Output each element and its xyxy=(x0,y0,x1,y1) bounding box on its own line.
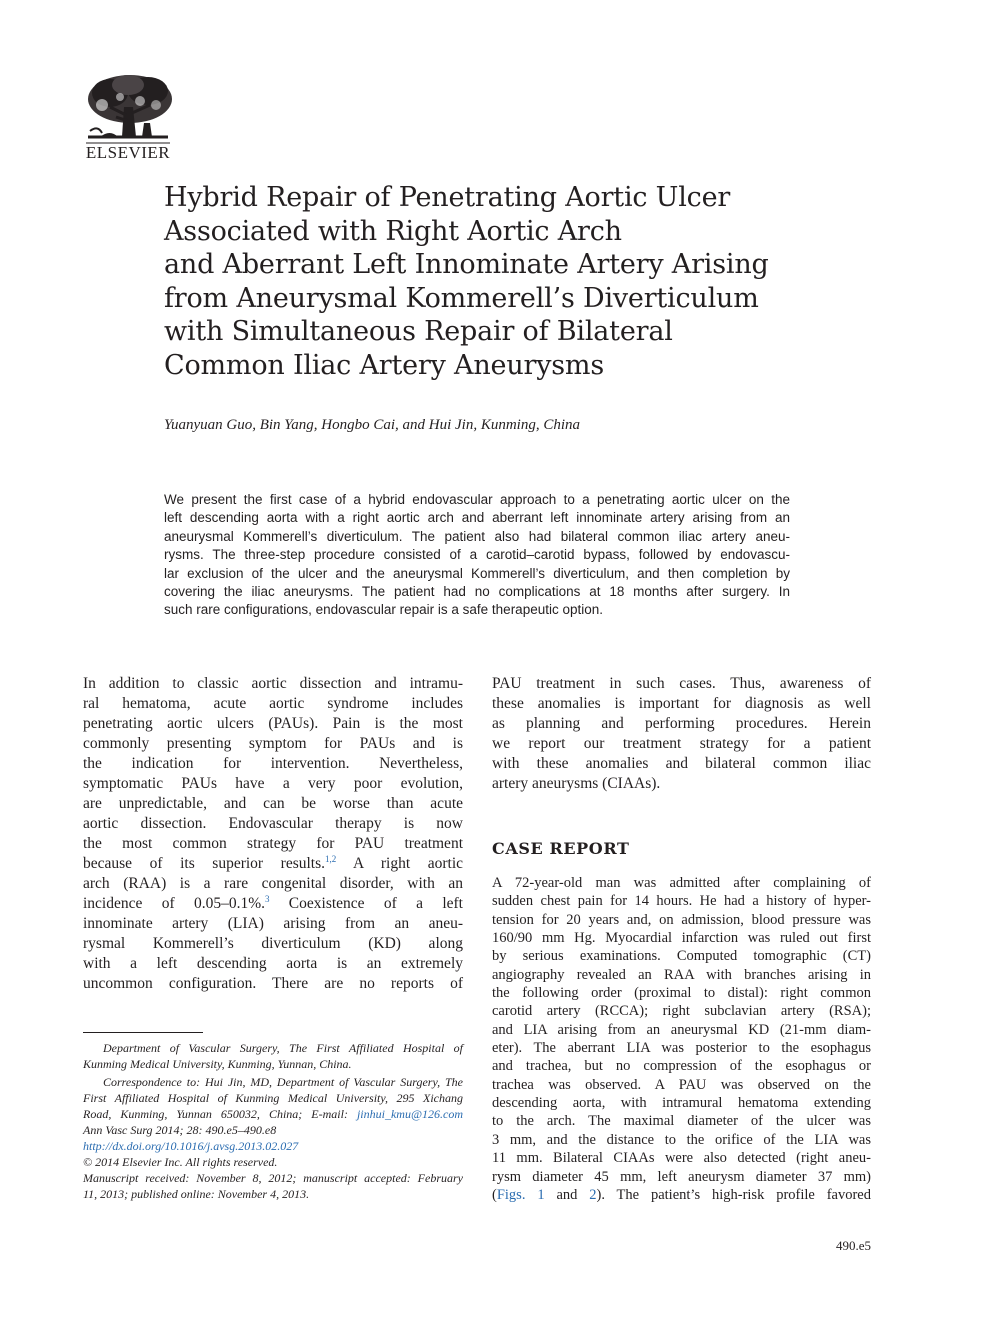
section-heading-case-report: CASE REPORT xyxy=(492,839,630,858)
citation-line: Ann Vasc Surg 2014; 28: 490.e5–490.e8 xyxy=(83,1123,277,1137)
elsevier-wordmark: ELSEVIER xyxy=(85,143,171,162)
body-line: and LIA arising from an aneurysmal KD (2… xyxy=(492,1021,871,1038)
abstract-line: rysms. The three-step procedure consiste… xyxy=(164,547,790,563)
title-line: and Aberrant Left Innominate Artery Aris… xyxy=(164,249,769,280)
correspondence-note: Correspondence to: Hui Jin, MD, Departme… xyxy=(83,1074,463,1122)
dates-line: Manuscript received: November 8, 2012; m… xyxy=(83,1171,463,1185)
note-line: First Affiliated Hospital of Kunming Med… xyxy=(83,1091,463,1105)
figure-link[interactable]: Figs. 1 xyxy=(496,1186,545,1203)
body-line: symptomatic PAUs have a very poor evolut… xyxy=(83,775,463,792)
body-line: the indication for intervention. Neverth… xyxy=(83,755,463,772)
figure-link[interactable]: 2 xyxy=(589,1186,597,1203)
body-text: because of its superior results. xyxy=(83,855,326,872)
body-line: PAU treatment in such cases. Thus, aware… xyxy=(492,675,871,692)
body-text: Coexistence of a left xyxy=(269,895,463,912)
body-line: tension for 20 years and, on admission, … xyxy=(492,911,871,928)
elsevier-tree-logo xyxy=(80,71,176,153)
note-line: Department of Vascular Surgery, The Firs… xyxy=(103,1041,463,1055)
affiliation-note: Department of Vascular Surgery, The Firs… xyxy=(83,1040,463,1072)
citation-link[interactable]: 1,2 xyxy=(325,853,337,864)
body-line: arch (RAA) is a rare congenital disorder… xyxy=(83,875,463,892)
body-text: A right aortic xyxy=(336,855,464,872)
body-line: carotid artery (RCCA); right subclavian … xyxy=(492,1003,871,1020)
body-line: as planning and performing procedures. H… xyxy=(492,715,871,732)
dates-line: 11, 2013; published online: November 4, … xyxy=(83,1187,310,1201)
body-line: descending aorta, with intramural hemato… xyxy=(492,1095,871,1112)
body-line: trachea was observed. A PAU was observed… xyxy=(492,1076,871,1093)
body-line: artery aneurysms (CIAAs). xyxy=(492,775,661,792)
body-line: rysmal Kommerell’s diverticulum (KD) alo… xyxy=(83,935,463,952)
body-line: the most common strategy for PAU treatme… xyxy=(83,835,463,852)
body-text: ( xyxy=(492,1186,497,1203)
abstract-line: such rare configurations, endovascular r… xyxy=(164,602,604,618)
body-line: innominate artery (LIA) arising from an … xyxy=(83,915,463,932)
body-text: ). The patient’s high-risk profile favor… xyxy=(596,1186,872,1203)
body-line: angiography revealed an RAA with branche… xyxy=(492,966,871,983)
title-line: Associated with Right Aortic Arch xyxy=(164,215,622,247)
introduction-paragraph: In addition to classic aortic dissection… xyxy=(83,674,463,994)
note-line: Road, Kunming, Yunnan 650032, China; E-m… xyxy=(83,1106,463,1122)
email-link[interactable]: jinhui_kmu@126.com xyxy=(356,1107,463,1121)
body-line: these anomalies is important for diagnos… xyxy=(492,695,871,712)
abstract: We present the first case of a hybrid en… xyxy=(164,491,790,620)
body-line: the following order (proximal to distal)… xyxy=(492,985,871,1002)
article-title: Hybrid Repair of Penetrating Aortic Ulce… xyxy=(164,181,864,382)
body-line: A 72-year-old man was admitted after com… xyxy=(492,875,871,891)
body-line: incidence of 0.05–0.1%.3 Coexistence of … xyxy=(83,894,463,914)
doi-link[interactable]: http://dx.doi.org/10.1016/j.avsg.2013.02… xyxy=(83,1139,299,1153)
body-line: commonly presenting symptom for PAUs and… xyxy=(83,735,463,752)
body-line: rysm diameter 45 mm, left aneurysm diame… xyxy=(492,1168,871,1185)
title-line: Hybrid Repair of Penetrating Aortic Ulce… xyxy=(164,182,731,213)
case-report-paragraph: A 72-year-old man was admitted after com… xyxy=(492,874,871,1204)
footnote-divider xyxy=(83,1032,203,1033)
body-line: penetrating aortic ulcers (PAUs). Pain i… xyxy=(83,715,463,732)
citation-link[interactable]: 3 xyxy=(264,893,270,904)
body-line: because of its superior results.1,2 A ri… xyxy=(83,854,463,874)
note-text: Road, Kunming, Yunnan 650032, China; E-m… xyxy=(83,1107,357,1121)
body-line: ral hematoma, acute aortic syndrome incl… xyxy=(83,695,463,712)
abstract-line: aneurysmal Kommerell’s diverticulum. The… xyxy=(164,528,790,544)
title-line: Common Iliac Artery Aneurysms xyxy=(164,349,604,381)
introduction-continued: PAU treatment in such cases. Thus, aware… xyxy=(492,674,871,794)
body-line: by serious examinations. Computed tomogr… xyxy=(492,948,871,965)
title-line: with Simultaneous Repair of Bilateral xyxy=(164,316,673,347)
note-line: Correspondence to: Hui Jin, MD, Departme… xyxy=(103,1075,463,1089)
body-line: uncommon configuration. There are no rep… xyxy=(83,975,463,992)
body-line: we report our treatment strategy for a p… xyxy=(492,735,871,752)
body-line: 160/90 mm Hg. Myocardial infarction was … xyxy=(492,930,871,947)
abstract-line: We present the first case of a hybrid en… xyxy=(164,492,790,507)
body-line: with these anomalies and bilateral commo… xyxy=(492,755,871,772)
abstract-line: left descending aorta with a right aorti… xyxy=(164,510,790,526)
body-line: sudden chest pain for 14 hours. He had a… xyxy=(492,893,871,910)
body-line: eter). The aberrant LIA was posterior to… xyxy=(492,1040,871,1057)
body-line: (Figs. 1 and 2). The patient’s high-risk… xyxy=(492,1186,871,1204)
body-line: with a left descending aorta is an extre… xyxy=(83,955,463,972)
abstract-line: lar exclusion of the ulcer and the aneur… xyxy=(164,565,790,581)
publication-info: Ann Vasc Surg 2014; 28: 490.e5–490.e8 ht… xyxy=(83,1122,463,1202)
body-line: 11 mm. Bilateral CIAAs were also detecte… xyxy=(492,1150,871,1167)
body-line: 3 mm, and the distance to the orifice of… xyxy=(492,1131,871,1148)
body-text: and xyxy=(544,1186,590,1203)
body-line: aortic dissection. Endovascular therapy … xyxy=(83,815,463,832)
title-line: from Aneurysmal Kommerell’s Diverticulum xyxy=(164,282,759,314)
abstract-line: covering the iliac aneurysms. The patien… xyxy=(164,584,790,600)
copyright-line: © 2014 Elsevier Inc. All rights reserved… xyxy=(83,1155,278,1169)
body-line: are unpredictable, and can be worse than… xyxy=(83,795,463,812)
body-line: In addition to classic aortic dissection… xyxy=(83,675,463,692)
note-line: Kunming Medical University, Kunming, Yun… xyxy=(83,1057,352,1071)
body-line: and trachea, but no compression of the e… xyxy=(492,1058,871,1075)
page-number: 490.e5 xyxy=(835,1238,871,1253)
body-text: incidence of 0.05–0.1%. xyxy=(83,895,265,912)
author-list: Yuanyuan Guo, Bin Yang, Hongbo Cai, and … xyxy=(164,417,581,433)
body-line: to the arch. The maximal diameter of the… xyxy=(492,1113,871,1130)
